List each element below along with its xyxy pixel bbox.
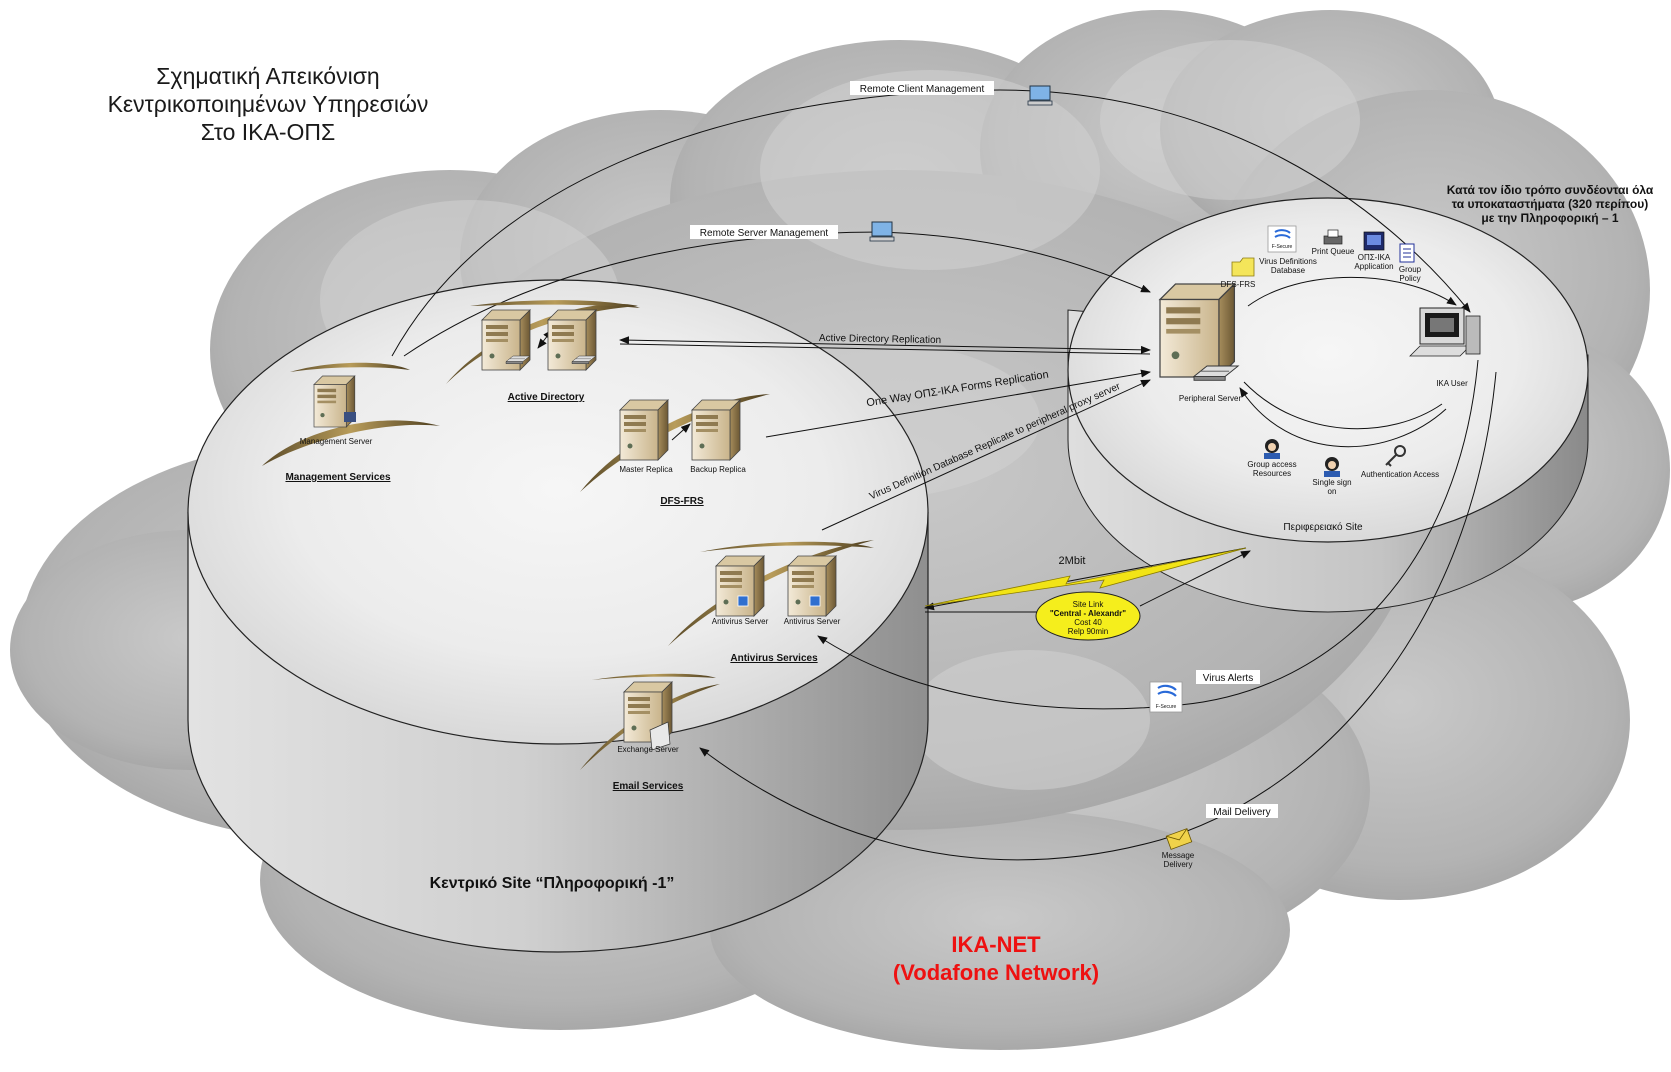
bandwidth-label: 2Mbit (1059, 555, 1086, 567)
virus-db-label-2: Database (1271, 266, 1306, 275)
master-replica-icon (619, 399, 669, 461)
group-policy-label-2: Policy (1399, 274, 1420, 283)
mail-delivery-label: Mail Delivery (1213, 807, 1270, 818)
print-queue-label: Print Queue (1312, 247, 1355, 256)
page-title: Σχηματική Απεικόνιση Κεντρικοποιημένων Υ… (108, 63, 429, 145)
title-line-2: Κεντρικοποιημένων Υπηρεσιών (108, 91, 429, 117)
peripheral-server-label: Peripheral Server (1179, 394, 1242, 403)
dfs-master-backup-arrow (671, 423, 691, 441)
site-link-badge: Site Link "Central - Alexandr" Cost 40 R… (1035, 591, 1141, 641)
remote-server-label: Remote Server Management (700, 228, 829, 239)
virus-db-label-1: Virus Definitions (1259, 257, 1317, 266)
ika-user-label: IKA User (1436, 379, 1468, 388)
group-access-label-1: Group access (1247, 460, 1296, 469)
site-link-line-3 (1139, 550, 1251, 607)
forms-replication-link (765, 369, 1151, 438)
remote-client-monitor-icon (1027, 85, 1053, 106)
message-label-1: Message (1162, 851, 1195, 860)
antivirus-services-label: Antivirus Services (730, 653, 818, 664)
server-to-user-link (1243, 381, 1443, 430)
site-link-line-1-text: Site Link (1073, 600, 1105, 609)
active-directory-group: Active Directory (446, 300, 640, 403)
backup-replica-label: Backup Replica (690, 465, 746, 474)
site-link-line-3-text: Cost 40 (1074, 618, 1102, 627)
branch-note: Κατά τον ίδιο τρόπο συνδέονται όλα τα υπ… (1447, 183, 1654, 225)
central-site-label: Κεντρικό Site “Πληροφορική -1” (430, 875, 675, 892)
antivirus-server-1-icon (715, 555, 765, 617)
bandwidth-lightning-icon (924, 547, 1247, 607)
remote-server-monitor-icon (869, 221, 895, 242)
app-label-1: ΟΠΣ-ΙΚΑ (1358, 253, 1391, 262)
message-envelope-icon (1165, 828, 1193, 850)
peripheral-site-contents: Peripheral Server DFS-FRS F-Secure Virus… (1159, 225, 1481, 533)
peripheral-server-icon (1159, 283, 1236, 378)
sso-label-2: on (1328, 487, 1337, 496)
antivirus-services-group: Antivirus Server Antivirus Server Antivi… (668, 540, 874, 664)
dfs-frs-group: Master Replica Backup Replica DFS-FRS (580, 394, 770, 507)
central-site-cylinder (187, 279, 929, 953)
fsecure-alert-icon: F-Secure (1149, 681, 1183, 713)
peripheral-site-cylinder (1067, 197, 1589, 613)
antivirus-server-1-label: Antivirus Server (712, 617, 769, 626)
remote-client-label: Remote Client Management (860, 84, 985, 95)
email-services-label: Email Services (613, 781, 684, 792)
network-label-line-1: IKA-NET (951, 932, 1041, 957)
ad-replication-link-1 (619, 336, 1151, 354)
virus-alerts-label: Virus Alerts (1203, 673, 1253, 684)
network-label-line-2: (Vodafone Network) (893, 960, 1099, 985)
note-line-3: με την Πληροφορική – 1 (1481, 211, 1619, 225)
fsecure-db-icon: F-Secure (1267, 225, 1297, 253)
ika-user-workstation-icon (1409, 307, 1481, 357)
active-directory-label: Active Directory (508, 392, 585, 403)
antivirus-server-2-label: Antivirus Server (784, 617, 841, 626)
peripheral-dfs-label: DFS-FRS (1221, 280, 1256, 289)
exchange-server-label: Exchange Server (617, 745, 679, 754)
title-line-1: Σχηματική Απεικόνιση (156, 63, 379, 89)
management-services-label: Management Services (285, 472, 390, 483)
site-link-line-2-text: "Central - Alexandr" (1050, 609, 1126, 618)
backup-replica-icon (691, 399, 741, 461)
virus-alerts-link (817, 359, 1479, 710)
app-label-2: Application (1354, 262, 1393, 271)
authentication-key-icon (1385, 445, 1406, 467)
email-services-group: Exchange Server Email Services (580, 673, 720, 792)
sso-label-1: Single sign (1312, 478, 1351, 487)
ad-replication-label: Active Directory Replication (819, 333, 941, 346)
dfs-to-user-link (1247, 276, 1457, 307)
group-policy-icon (1399, 243, 1415, 263)
management-server-label: Management Server (300, 437, 373, 446)
fsecure-db-label: F-Secure (1272, 244, 1293, 250)
fsecure-alert-label: F-Secure (1156, 704, 1177, 710)
dfs-frs-label: DFS-FRS (660, 496, 704, 507)
network-label: IKA-NET (Vodafone Network) (893, 932, 1099, 985)
user-to-server-link (1239, 387, 1447, 448)
application-icon (1363, 231, 1385, 251)
authentication-label: Authentication Access (1361, 470, 1439, 479)
site-link-line-4-text: Relp 90min (1068, 627, 1108, 636)
note-line-1: Κατά τον ίδιο τρόπο συνδέονται όλα (1447, 183, 1654, 197)
message-label-2: Delivery (1164, 860, 1193, 869)
peripheral-site-label: Περιφερειακό Site (1283, 521, 1363, 533)
remote-server-management-link (403, 231, 1151, 357)
virus-db-replication-link (821, 379, 1151, 531)
note-line-2: τα υποκαταστήματα (320 περίπου) (1452, 197, 1648, 211)
print-queue-icon (1323, 229, 1343, 245)
group-policy-label-1: Group (1399, 265, 1422, 274)
antivirus-server-2-icon (787, 555, 837, 617)
management-services-group: Management Server Management Services (262, 362, 440, 483)
dfs-folder-icon (1231, 257, 1255, 277)
group-access-icon (1264, 439, 1280, 459)
master-replica-label: Master Replica (619, 465, 673, 474)
title-line-3: Στο ΙΚΑ-ΟΠΣ (201, 119, 336, 145)
single-sign-on-icon (1324, 457, 1340, 477)
group-access-label-2: Resources (1253, 469, 1291, 478)
ad-replication-link-2 (619, 343, 1151, 355)
